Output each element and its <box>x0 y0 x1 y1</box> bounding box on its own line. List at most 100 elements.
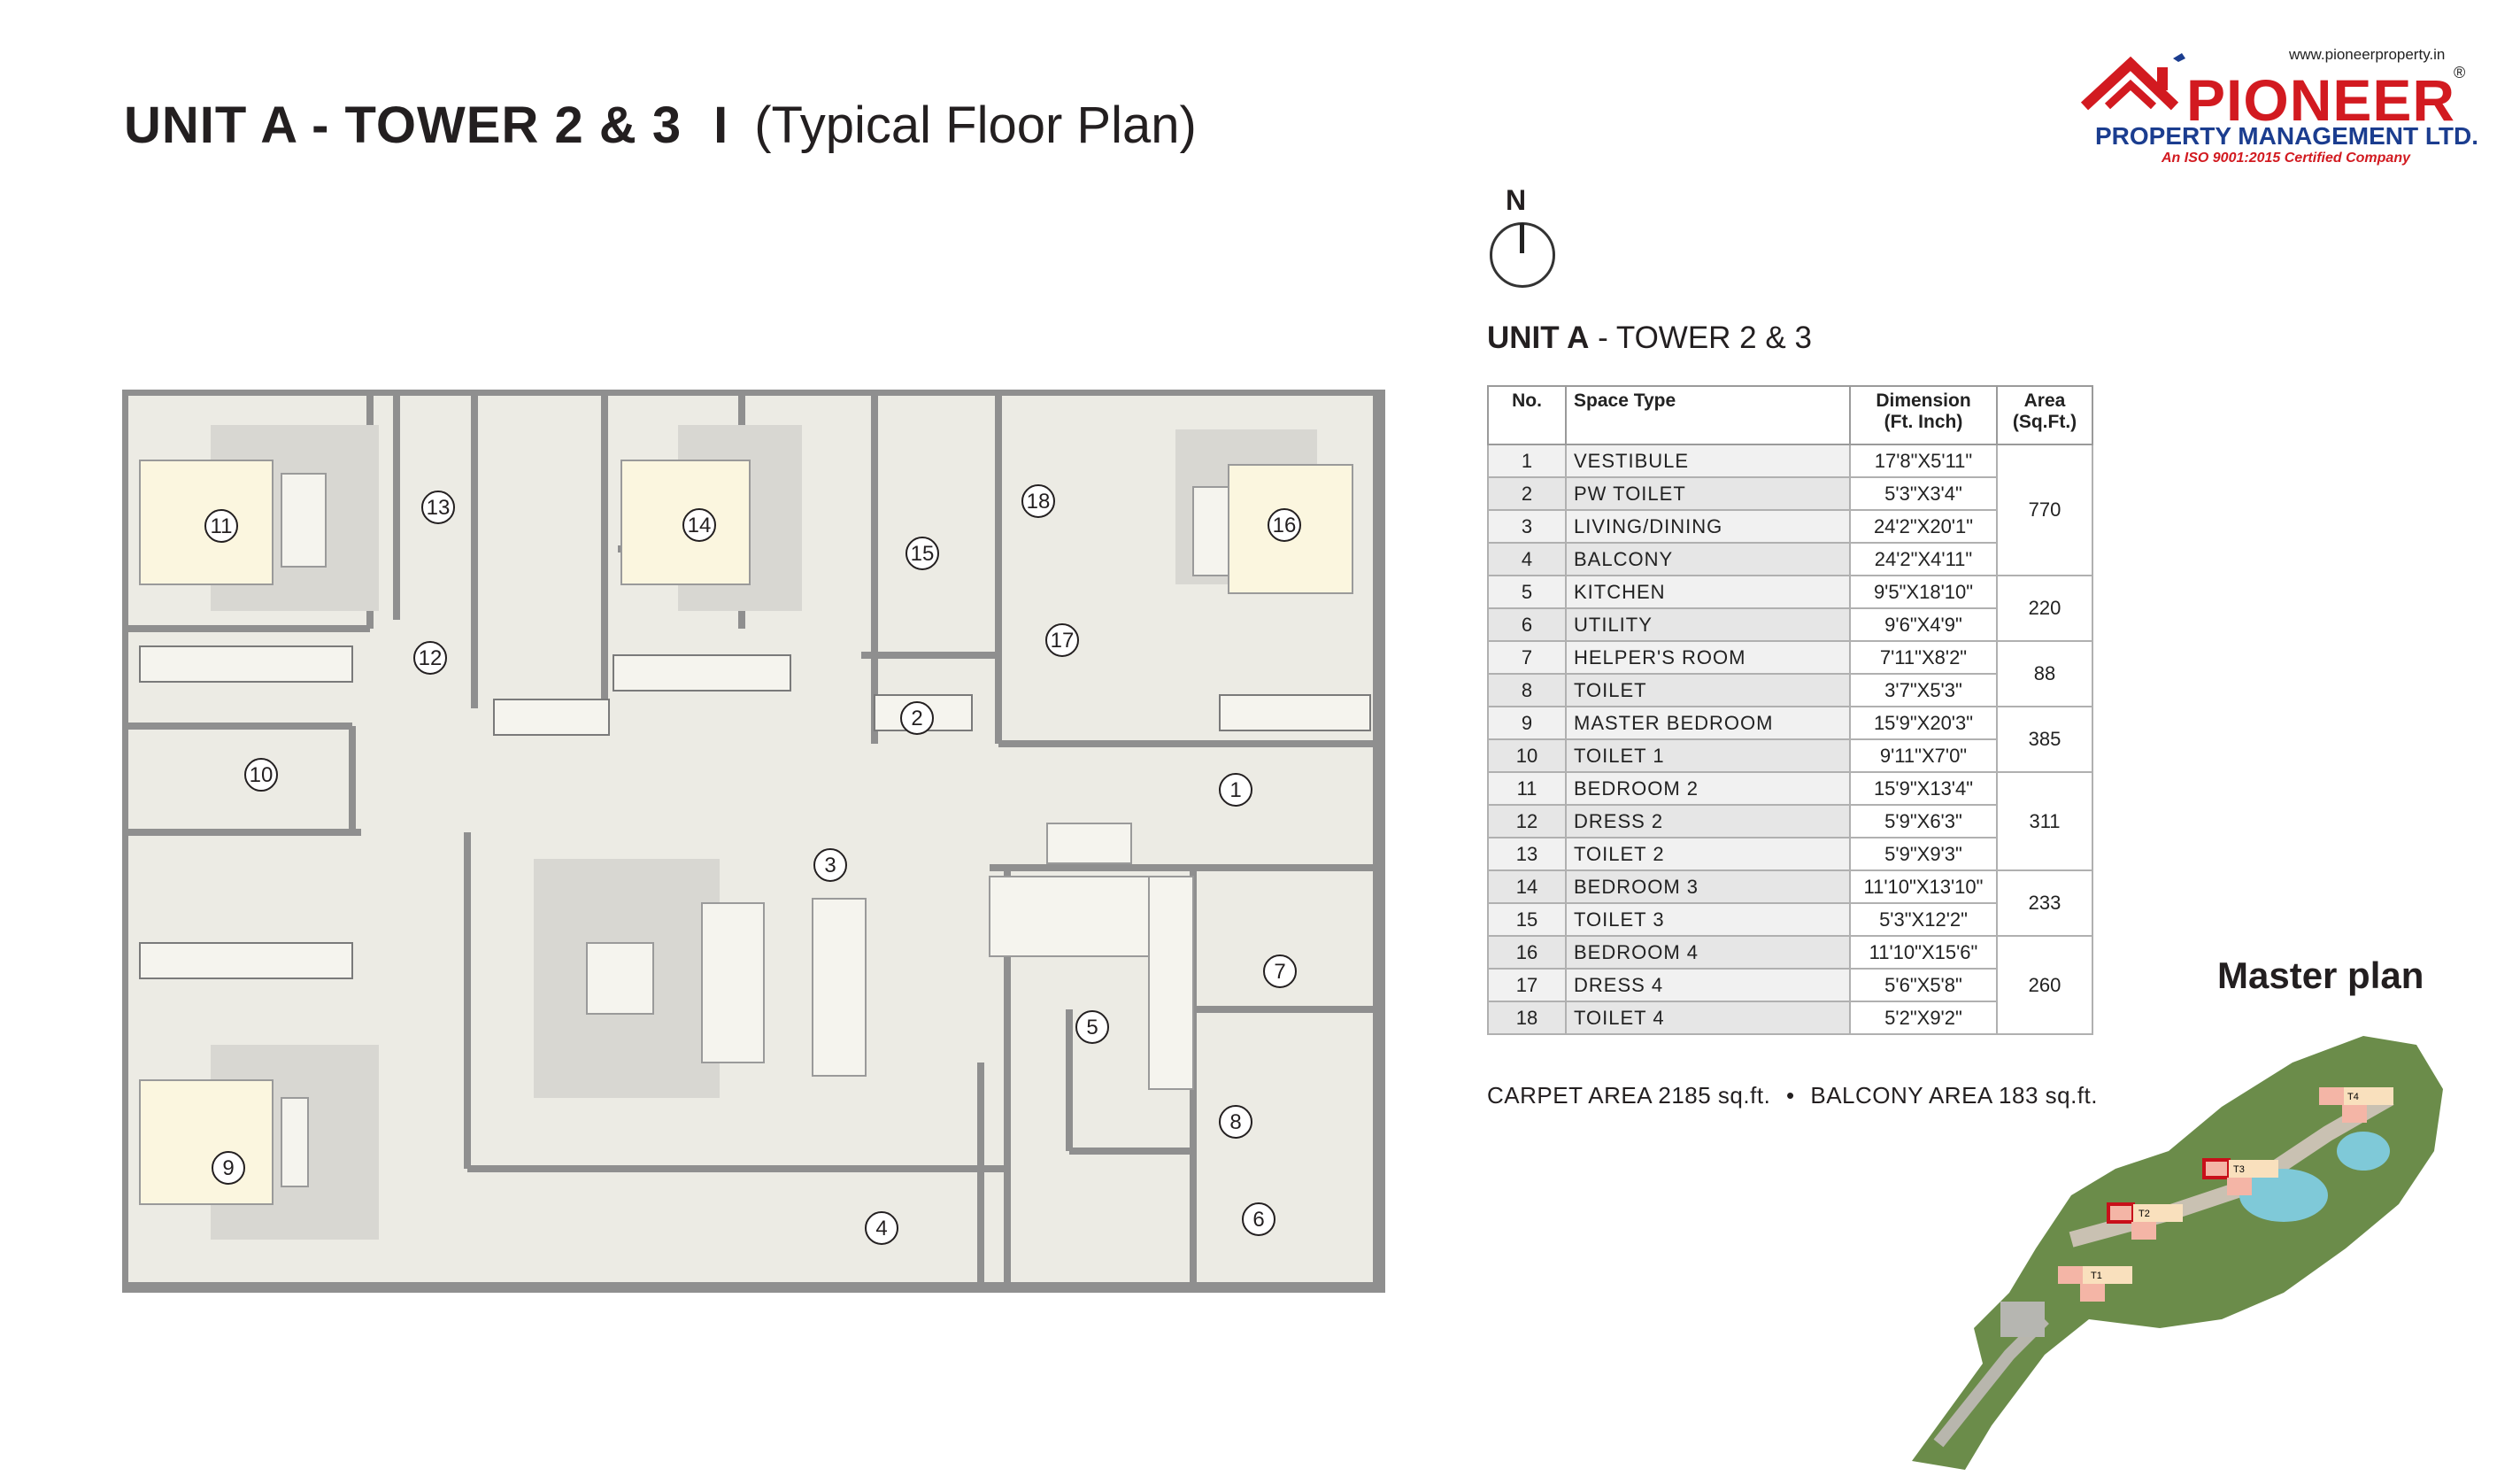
unit-heading: UNIT A - TOWER 2 & 3 <box>1487 321 1812 356</box>
row-dimension: 3'7"X5'3" <box>1849 673 1998 707</box>
row-dimension: 11'10"X13'10" <box>1849 869 1998 904</box>
tower-t1-label: T1 <box>2091 1271 2102 1281</box>
row-dimension: 7'11"X8'2" <box>1849 640 1998 675</box>
row-area: 233 <box>1996 869 2093 937</box>
north-needle-icon <box>1520 223 1524 253</box>
room-number-label: 18 <box>1027 490 1051 514</box>
row-space-type: TOILET 3 <box>1565 902 1851 937</box>
master-plan-map: T1 T2 T3 T4 <box>1912 1036 2443 1470</box>
outer-wall <box>122 390 1385 1293</box>
row-number: 1 <box>1487 444 1567 478</box>
logo-url: www.pioneerproperty.in <box>2289 46 2446 63</box>
row-space-type: BEDROOM 2 <box>1565 771 1851 806</box>
tower-t3-label: T3 <box>2233 1164 2245 1175</box>
row-number: 4 <box>1487 542 1567 576</box>
room-number-label: 5 <box>1086 1016 1098 1039</box>
north-label: N <box>1506 184 1527 216</box>
room-number-label: 3 <box>824 854 836 877</box>
room-number-label: 8 <box>1229 1110 1241 1134</box>
row-dimension: 11'10"X15'6" <box>1849 935 1998 970</box>
room-number-label: 16 <box>1273 514 1297 537</box>
header-dimension: Dimension(Ft. Inch) <box>1849 385 1998 445</box>
row-number: 6 <box>1487 607 1567 642</box>
row-dimension: 5'3"X3'4" <box>1849 476 1998 511</box>
room-marker-circle <box>1075 1010 1109 1044</box>
room-marker-circle <box>865 1211 898 1245</box>
tower-t3: T3 <box>2202 1158 2278 1195</box>
footer-bullet: • <box>1786 1082 1795 1109</box>
clubhouse <box>2000 1302 2045 1337</box>
row-space-type: TOILET 2 <box>1565 837 1851 871</box>
row-dimension: 9'5"X18'10" <box>1849 575 1998 609</box>
room-marker-circle <box>244 758 278 792</box>
row-dimension: 15'9"X13'4" <box>1849 771 1998 806</box>
row-dimension: 5'3"X12'2" <box>1849 902 1998 937</box>
row-number: 13 <box>1487 837 1567 871</box>
row-area: 385 <box>1996 706 2093 773</box>
row-dimension: 9'11"X7'0" <box>1849 738 1998 773</box>
wardrobes <box>139 645 1371 979</box>
bedroom-2-furniture <box>139 425 379 611</box>
balcony-area: BALCONY AREA 183 sq.ft. <box>1810 1082 2099 1109</box>
row-dimension: 5'9"X6'3" <box>1849 804 1998 838</box>
table-header-row: No. Space Type Dimension(Ft. Inch) Area(… <box>1487 385 2093 445</box>
unit-heading-bold: UNIT A <box>1487 321 1590 355</box>
logo-name: PIONEER <box>2186 67 2456 133</box>
row-number: 14 <box>1487 869 1567 904</box>
row-space-type: VESTIBULE <box>1565 444 1851 478</box>
row-space-type: KITCHEN <box>1565 575 1851 609</box>
room-number-label: 15 <box>911 542 935 566</box>
tower-t4-label: T4 <box>2347 1092 2359 1102</box>
row-number: 10 <box>1487 738 1567 773</box>
row-number: 15 <box>1487 902 1567 937</box>
room-number-label: 11 <box>211 514 233 538</box>
row-number: 8 <box>1487 673 1567 707</box>
row-number: 17 <box>1487 968 1567 1002</box>
house-logo-icon <box>2080 53 2185 111</box>
tower-t2-label: T2 <box>2139 1209 2150 1219</box>
room-number-label: 6 <box>1252 1208 1264 1232</box>
room-marker-circle <box>1263 954 1297 988</box>
master-plan-title: Master plan <box>2217 954 2424 996</box>
row-area: 88 <box>1996 640 2093 707</box>
row-space-type: BEDROOM 3 <box>1565 869 1851 904</box>
row-number: 18 <box>1487 1001 1567 1035</box>
carpet-area: CARPET AREA 2185 sq.ft. <box>1487 1082 1771 1109</box>
row-space-type: UTILITY <box>1565 607 1851 642</box>
room-number-label: 13 <box>427 496 451 520</box>
row-number: 11 <box>1487 771 1567 806</box>
row-space-type: LIVING/DINING <box>1565 509 1851 544</box>
room-marker-circle <box>1268 508 1301 542</box>
row-space-type: TOILET <box>1565 673 1851 707</box>
logo-company: PROPERTY MANAGEMENT LTD. <box>2095 122 2478 150</box>
row-dimension: 15'9"X20'3" <box>1849 706 1998 740</box>
room-number-label: 7 <box>1274 960 1285 984</box>
living-furniture <box>534 823 1194 1098</box>
row-number: 16 <box>1487 935 1567 970</box>
header-area: Area(Sq.Ft.) <box>1996 385 2093 445</box>
row-space-type: BEDROOM 4 <box>1565 935 1851 970</box>
room-number-label: 2 <box>911 707 922 730</box>
room-marker-circle <box>813 848 847 882</box>
tower-t4: T4 <box>2319 1087 2393 1123</box>
row-space-type: TOILET 1 <box>1565 738 1851 773</box>
area-table: No. Space Type Dimension(Ft. Inch) Area(… <box>1487 385 2093 1035</box>
room-marker-circle <box>1219 773 1252 807</box>
room-number-label: 4 <box>875 1217 887 1240</box>
row-space-type: TOILET 4 <box>1565 1001 1851 1035</box>
row-dimension: 9'6"X4'9" <box>1849 607 1998 642</box>
row-space-type: HELPER'S ROOM <box>1565 640 1851 675</box>
room-number-label: 9 <box>222 1156 234 1180</box>
master-bedroom-furniture <box>139 1045 379 1240</box>
